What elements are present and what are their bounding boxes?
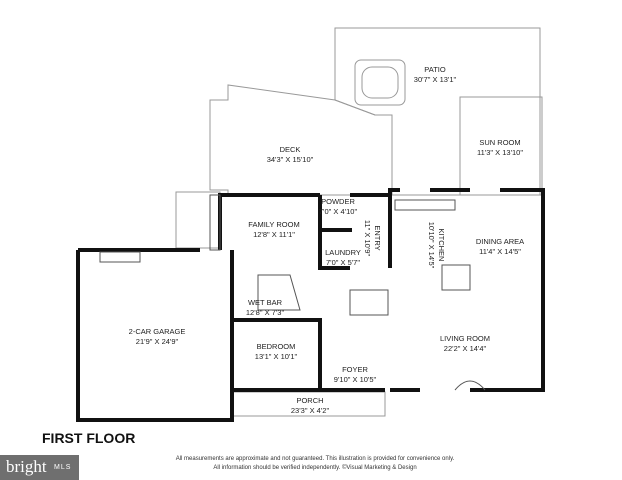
room-name: DINING AREA bbox=[475, 237, 525, 246]
room-dims: 34'3" X 15'10" bbox=[266, 155, 314, 164]
room-dims: 7'0" X 4'10" bbox=[318, 207, 358, 216]
room-name: 2-CAR GARAGE bbox=[128, 327, 186, 336]
room-name: LAUNDRY bbox=[325, 248, 361, 257]
room-name: PORCH bbox=[296, 396, 324, 405]
bright-mls-logo: bright MLS bbox=[0, 455, 79, 480]
room-name: FAMILY ROOM bbox=[248, 220, 300, 229]
deck-outline bbox=[209, 84, 393, 196]
floor-title: FIRST FLOOR bbox=[42, 430, 136, 446]
room-dims: 11'3" X 13'10" bbox=[477, 148, 523, 157]
room-dims: 21'9" X 24'9" bbox=[135, 337, 179, 346]
room-name: PATIO bbox=[424, 65, 446, 74]
hot-tub bbox=[354, 59, 406, 106]
disclaimer-line: All information should be verified indep… bbox=[213, 465, 417, 471]
room-name: ENTRY bbox=[373, 225, 382, 251]
disclaimer-line: All measurements are approximate and not… bbox=[175, 456, 455, 462]
room-name: SUN ROOM bbox=[479, 138, 521, 147]
room-dims: 13'1" X 10'1" bbox=[254, 352, 298, 361]
room-name: BEDROOM bbox=[256, 342, 296, 351]
walls bbox=[76, 188, 545, 422]
logo-brand: bright bbox=[6, 457, 47, 476]
room-name: LIVING ROOM bbox=[439, 334, 491, 343]
disclaimer: All measurements are approximate and not… bbox=[150, 455, 480, 473]
room-name: DECK bbox=[279, 145, 301, 154]
room-dims: 12'8" X 7'3" bbox=[245, 308, 285, 317]
room-dims: 11'4" X 14'5" bbox=[479, 247, 521, 256]
room-dims: 12'8" X 11'1" bbox=[253, 230, 295, 239]
room-name: POWDER bbox=[321, 197, 355, 206]
room-dims: 7'0" X 5'7" bbox=[325, 258, 361, 267]
room-dims: 30'7" X 13'1" bbox=[413, 75, 457, 84]
sun-room-outline bbox=[459, 96, 543, 196]
exterior-outlines bbox=[175, 27, 543, 417]
room-dims: 10'10" X 14'5" bbox=[427, 221, 436, 269]
fixtures bbox=[99, 194, 486, 391]
room-dims: 22'2" X 14'4" bbox=[443, 344, 487, 353]
room-dims: 23'3" X 4'2" bbox=[290, 406, 330, 415]
hot-tub-inner bbox=[361, 66, 399, 99]
room-name: WET BAR bbox=[247, 298, 283, 307]
room-name: FOYER bbox=[342, 365, 368, 374]
side-landing bbox=[175, 191, 221, 249]
room-dims: 11" X 10'9" bbox=[363, 219, 372, 257]
room-dims: 9'10" X 10'5" bbox=[333, 375, 377, 384]
room-name: KITCHEN bbox=[437, 228, 446, 262]
logo-suffix: MLS bbox=[54, 464, 72, 471]
